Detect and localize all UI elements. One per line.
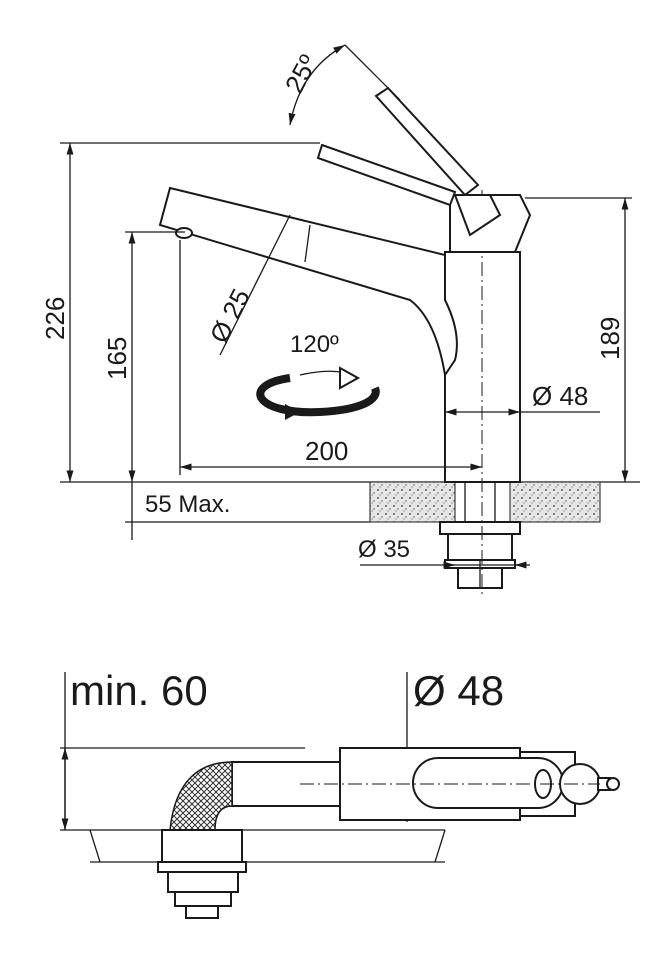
max-counter-thickness-label: 55 Max. — [145, 491, 230, 518]
spout-reach-label: 200 — [305, 436, 348, 466]
hole-diameter-label: Ø 35 — [358, 536, 410, 563]
swivel-angle-label: 120º — [290, 331, 339, 358]
countertop-slab-left — [369, 481, 456, 523]
top-view: min. 60 Ø 48 — [60, 667, 620, 919]
top-body-diameter-label: Ø 48 — [413, 667, 504, 714]
lever-closed — [316, 143, 457, 207]
total-height-label: 226 — [40, 297, 70, 340]
hose — [169, 761, 233, 831]
min-clearance-label: min. 60 — [70, 667, 208, 714]
spout-diameter-label: Ø 25 — [204, 284, 256, 348]
fixing-nut — [439, 521, 521, 535]
body-height-label: 189 — [595, 317, 625, 360]
body-diameter-label: Ø 48 — [532, 381, 588, 411]
spout — [158, 186, 458, 378]
lever-angle-label: 25º — [279, 49, 324, 97]
side-view: 25º 226 165 55 Max. Ø 25 120º 200 189 — [40, 44, 640, 595]
countertop-slab-right — [509, 481, 601, 523]
spout-height-label: 165 — [102, 337, 132, 380]
